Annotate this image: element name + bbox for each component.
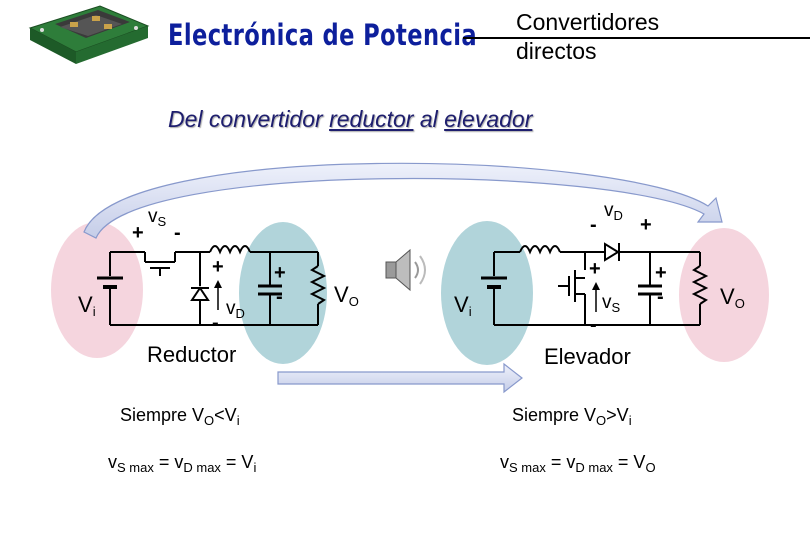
elevador-condition: Siempre VO>Vi [512, 405, 632, 428]
elevador-vs-minus: - [590, 314, 597, 336]
reductor-condition: Siempre VO<Vi [120, 405, 240, 428]
output-ellipse-elevador [679, 228, 769, 362]
power-module-icon [28, 5, 150, 64]
curved-arrow [83, 162, 723, 239]
page-title: Convertidores directos [516, 8, 659, 66]
elevador-vd-plus: + [640, 214, 652, 236]
reductor-vd-plus: + [212, 256, 224, 278]
reductor-cap-minus: - [276, 286, 283, 308]
transition-arrow [277, 362, 523, 394]
subtitle-mid: al [413, 106, 445, 132]
elevador-vd-minus: - [590, 214, 597, 236]
elevador-vs-label: vS [602, 292, 621, 315]
elevador-title: Elevador [544, 344, 631, 369]
elevador-cap-plus: + [655, 262, 667, 284]
reductor-vo-label: VO [334, 282, 359, 309]
brand-title: Electrónica de Potencia [168, 18, 478, 52]
reductor-cap-plus: + [274, 262, 286, 284]
subtitle-elevador: elevador [444, 106, 533, 132]
source-ellipse-reductor [51, 222, 143, 358]
elevador-vi-label: Vi [454, 292, 472, 319]
elevador-vd-label: vD [604, 200, 623, 223]
slide-subtitle: Del convertidor reductor al elevador [168, 106, 532, 133]
elevador-vo-label: VO [720, 284, 745, 311]
source-ellipse-elevador [441, 221, 533, 365]
reductor-vs-minus: - [174, 222, 181, 244]
boost-circuit [481, 242, 709, 326]
page-title-line2: directos [516, 38, 597, 64]
output-ellipse-reductor [239, 222, 327, 364]
elevador-equation: vS max = vD max = VO [500, 452, 656, 475]
reductor-vs-plus: + [132, 222, 144, 244]
reductor-equation: vS max = vD max = Vi [108, 452, 257, 475]
reductor-title: Reductor [147, 342, 237, 367]
elevador-vs-plus: + [589, 258, 601, 280]
reductor-vd-minus: - [212, 312, 219, 334]
buck-circuit [97, 245, 327, 326]
speaker-icon[interactable] [385, 248, 426, 292]
subtitle-reductor: reductor [329, 106, 414, 132]
reductor-vi-label: Vi [78, 292, 96, 319]
reductor-vd-label: vD [226, 298, 245, 321]
reductor-vs-label: vS [148, 206, 167, 229]
subtitle-pre: Del convertidor [168, 106, 330, 132]
page-title-line1: Convertidores [516, 9, 660, 35]
elevador-cap-minus: - [657, 286, 664, 308]
header-rule [463, 37, 810, 39]
